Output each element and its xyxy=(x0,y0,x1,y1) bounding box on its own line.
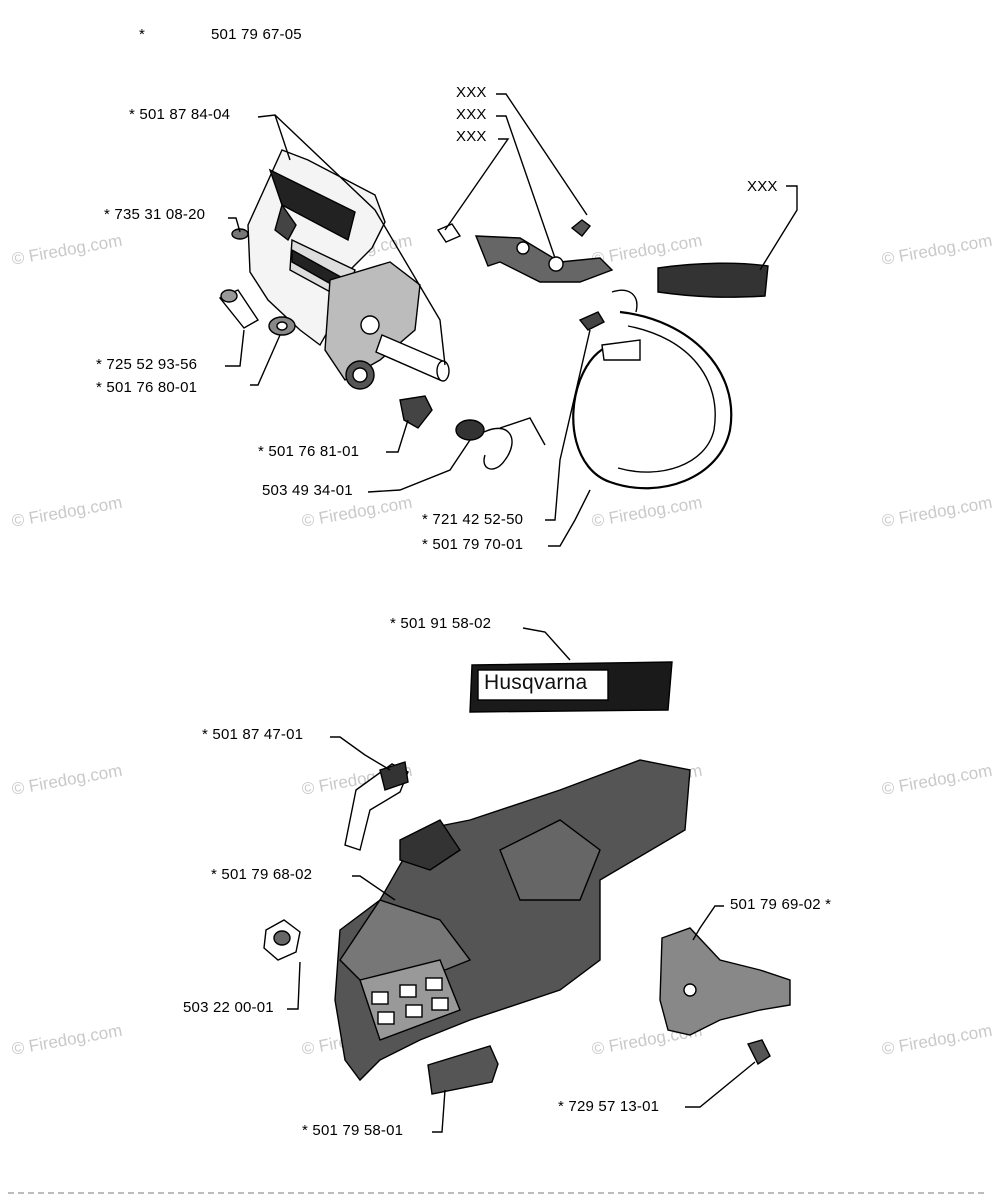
brand-plate-text: Husqvarna xyxy=(484,671,588,694)
catcher-drawing xyxy=(659,927,791,1036)
part-label-501-87-84-04: * 501 87 84-04 xyxy=(129,106,231,123)
part-label-725-52-93-56: * 725 52 93-56 xyxy=(96,356,198,373)
clutch-cover-drawing xyxy=(334,759,691,1082)
part-label-xxx-3: XXX xyxy=(456,128,487,145)
brake-band-drawing xyxy=(572,310,733,490)
part-label-503-49-34-01: 503 49 34-01 xyxy=(262,482,353,499)
part-label-501-79-69-02: 501 79 69-02 * xyxy=(730,896,832,913)
guard-drawing xyxy=(427,1045,499,1095)
part-label-503-22-00-01: 503 22 00-01 xyxy=(183,999,274,1016)
lever-drawing xyxy=(436,219,769,313)
bracket-drawing xyxy=(344,761,409,851)
brand-plate-drawing xyxy=(469,661,673,713)
kit-part-number: 501 79 67-05 xyxy=(211,26,302,43)
part-label-729-57-13-01: * 729 57 13-01 xyxy=(558,1098,660,1115)
part-label-xxx-1: XXX xyxy=(456,84,487,101)
part-label-501-79-68-02: * 501 79 68-02 xyxy=(211,866,313,883)
part-label-501-87-47-01: * 501 87 47-01 xyxy=(202,726,304,743)
part-label-501-76-80-01: * 501 76 80-01 xyxy=(96,379,198,396)
part-label-501-79-58-01: * 501 79 58-01 xyxy=(302,1122,404,1139)
part-label-735-31-08-20: * 735 31 08-20 xyxy=(104,206,206,223)
header-star: * xyxy=(139,26,146,43)
part-label-501-76-81-01: * 501 76 81-01 xyxy=(258,443,360,460)
brake-handle-drawing xyxy=(247,149,450,390)
screw-drawing xyxy=(746,1039,771,1066)
part-label-721-42-52-50: * 721 42 52-50 xyxy=(422,511,524,528)
part-label-501-91-58-02: * 501 91 58-02 xyxy=(390,615,492,632)
part-label-xxx-4: XXX xyxy=(747,178,778,195)
nut-drawing xyxy=(263,919,301,961)
bottom-divider xyxy=(8,1192,984,1194)
part-label-501-79-70-01: * 501 79 70-01 xyxy=(422,536,524,553)
part-label-xxx-2: XXX xyxy=(456,106,487,123)
